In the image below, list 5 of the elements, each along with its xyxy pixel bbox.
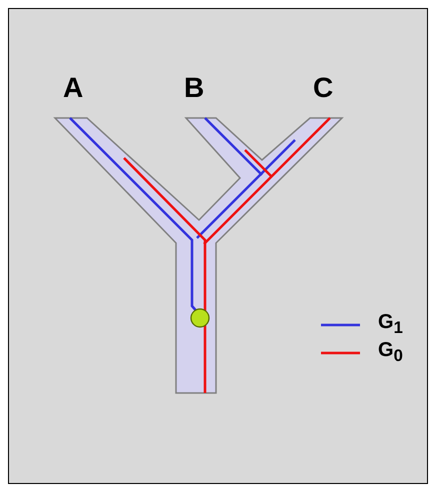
clade-label: B [184, 72, 204, 104]
legend-label: G$_{1}$ [378, 311, 403, 338]
clade-label: A [63, 72, 84, 104]
clade-label: C [313, 72, 334, 104]
legend-label: G$_{0}$ [378, 339, 403, 366]
